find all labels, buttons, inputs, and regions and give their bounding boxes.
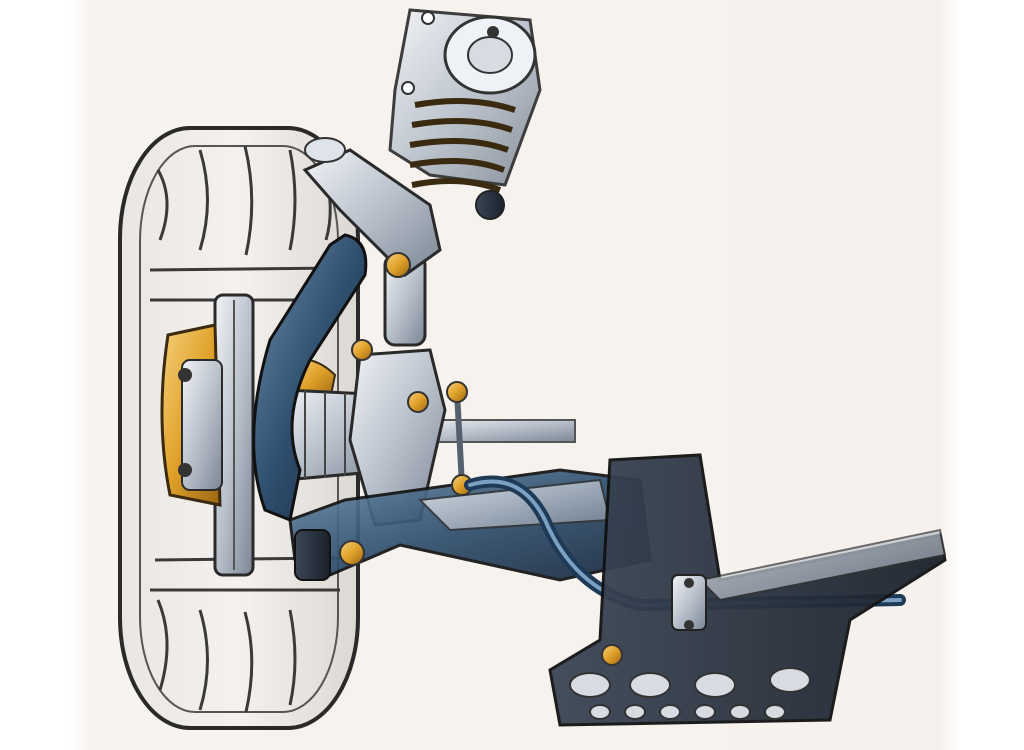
control-arm-icon	[302, 137, 505, 278]
brake-caliper-icon	[160, 323, 337, 507]
subframe-icon	[548, 453, 947, 727]
shock-absorber-icon	[383, 8, 542, 347]
coil-spring-icon	[409, 98, 516, 193]
steering-knuckle	[252, 233, 447, 527]
